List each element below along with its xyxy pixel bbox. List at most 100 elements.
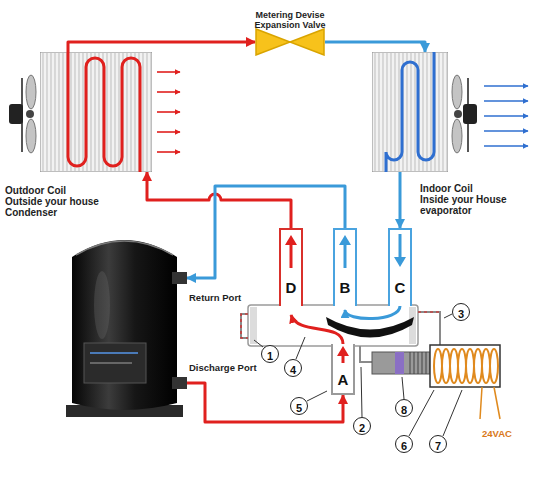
solenoid-part xyxy=(422,352,423,374)
outdoor-airflow-part xyxy=(157,111,180,113)
pipe xyxy=(187,383,343,422)
compressor-drawing-part xyxy=(172,377,187,389)
coil-symbol-part xyxy=(91,53,92,171)
node-label: Return Port xyxy=(189,292,241,303)
indoor-airflow-part xyxy=(484,85,528,87)
coil-symbol-part xyxy=(99,53,100,171)
coil-symbol-part xyxy=(83,53,84,171)
leader-lines xyxy=(254,314,462,436)
callout-number: 4 xyxy=(290,364,296,376)
coil-symbol-part xyxy=(407,53,408,171)
leader-lines-part xyxy=(444,314,452,318)
text-holder: 24VAC xyxy=(482,423,512,441)
valve-body-part xyxy=(248,305,418,346)
solenoid-part xyxy=(414,352,415,374)
coil-symbol-part xyxy=(439,53,440,171)
compressor-drawing-part xyxy=(94,271,110,339)
pilot-tubes-part xyxy=(241,314,248,338)
text-holder: Indoor Coil xyxy=(420,178,473,196)
solenoid-part-part xyxy=(474,349,482,383)
coil-symbol-part xyxy=(443,53,444,171)
flow-arrow-part xyxy=(285,235,297,245)
flow-arrow-part xyxy=(344,242,347,268)
indoor-airflow xyxy=(484,86,528,146)
solenoid-part-part xyxy=(458,349,466,383)
coil-symbol-part xyxy=(111,53,112,171)
text-holder: Discharge Port xyxy=(189,357,257,375)
coil-symbol-part xyxy=(135,53,136,171)
leader-lines-part xyxy=(443,390,462,436)
compressor-drawing-part xyxy=(90,352,138,354)
outdoor-fan-part xyxy=(26,110,34,118)
coil-symbol-part xyxy=(95,53,96,171)
compressor: Return PortDischarge Port xyxy=(62,225,187,420)
callout-number: 1 xyxy=(267,350,273,362)
coil-symbol-part xyxy=(68,52,140,172)
coil-symbol-part xyxy=(115,53,116,171)
solenoid-part xyxy=(410,352,411,374)
solenoid-part xyxy=(395,352,404,374)
pilot-tubes-part xyxy=(418,311,440,312)
valve-body-part xyxy=(291,315,343,344)
callout-number: 7 xyxy=(435,440,441,452)
pipe xyxy=(399,172,402,228)
valve-port: D xyxy=(279,228,303,306)
valve-port: A xyxy=(331,344,355,395)
compressor-drawing-part xyxy=(72,240,177,410)
flow-arrow xyxy=(281,234,301,268)
solenoid-part-part xyxy=(466,349,474,383)
leader-lines-part xyxy=(361,367,362,417)
valve-port: C xyxy=(388,228,412,306)
valve-body-part xyxy=(345,306,400,319)
outdoor-airflow-part xyxy=(157,71,180,73)
outdoor-coil: Outdoor CoilOutside your houseCondenser xyxy=(40,52,152,172)
leader-lines-part xyxy=(296,337,305,359)
coil-symbol-part xyxy=(47,53,48,171)
coil-symbol-part xyxy=(79,53,80,171)
coil-symbol-part xyxy=(415,53,416,171)
text-holder: Metering Devise xyxy=(235,4,345,22)
indoor-fan-part xyxy=(463,104,477,124)
port-letter: A xyxy=(338,372,349,388)
indoor-airflow-part xyxy=(484,130,528,132)
coil-symbol-part xyxy=(40,52,152,172)
pipe xyxy=(325,42,425,52)
callout-circle: 3 xyxy=(452,303,470,321)
coil-symbol-part xyxy=(59,53,60,171)
flow-arrow-part xyxy=(290,242,293,268)
callout-number: 5 xyxy=(296,402,302,414)
port-letter: C xyxy=(395,280,406,296)
coil-symbol-part xyxy=(127,53,128,171)
coil-symbol-part xyxy=(379,53,380,171)
callout-circle: 4 xyxy=(284,359,302,377)
coil-symbol-part xyxy=(151,53,152,171)
flow-arrow-part xyxy=(394,257,406,267)
pipe xyxy=(68,42,255,52)
outdoor-fan-part xyxy=(26,119,36,153)
valve-symbol-part xyxy=(290,29,324,55)
pipe xyxy=(187,186,345,278)
compressor-drawing-part xyxy=(90,362,132,364)
coil-symbol xyxy=(372,52,448,172)
node-label: Indoor Coil xyxy=(420,183,473,194)
coil-symbol-part xyxy=(423,53,424,171)
callout-circle: 7 xyxy=(429,435,447,453)
indoor-fan xyxy=(452,75,477,153)
indoor-fan-part xyxy=(452,75,462,109)
text-holder: Return Port xyxy=(189,287,241,305)
indoor-coil: Indoor CoilInside your Houseevaporator xyxy=(372,52,448,172)
compressor-drawing-part xyxy=(76,241,173,255)
outdoor-fan xyxy=(9,75,36,153)
coil-symbol xyxy=(40,52,152,172)
coil-symbol-part xyxy=(119,53,120,171)
leader-lines-part xyxy=(409,390,434,436)
solenoid-part-part xyxy=(490,349,498,383)
solenoid-part xyxy=(418,352,419,374)
indoor-airflow-part xyxy=(484,145,528,147)
pilot-tubes-part xyxy=(360,346,372,362)
callout-number: 3 xyxy=(458,308,464,320)
solenoid-part xyxy=(430,345,500,387)
solenoid-part-part xyxy=(434,349,442,383)
leader-lines-part xyxy=(402,377,404,399)
node-label: Outdoor Coil xyxy=(5,185,66,196)
